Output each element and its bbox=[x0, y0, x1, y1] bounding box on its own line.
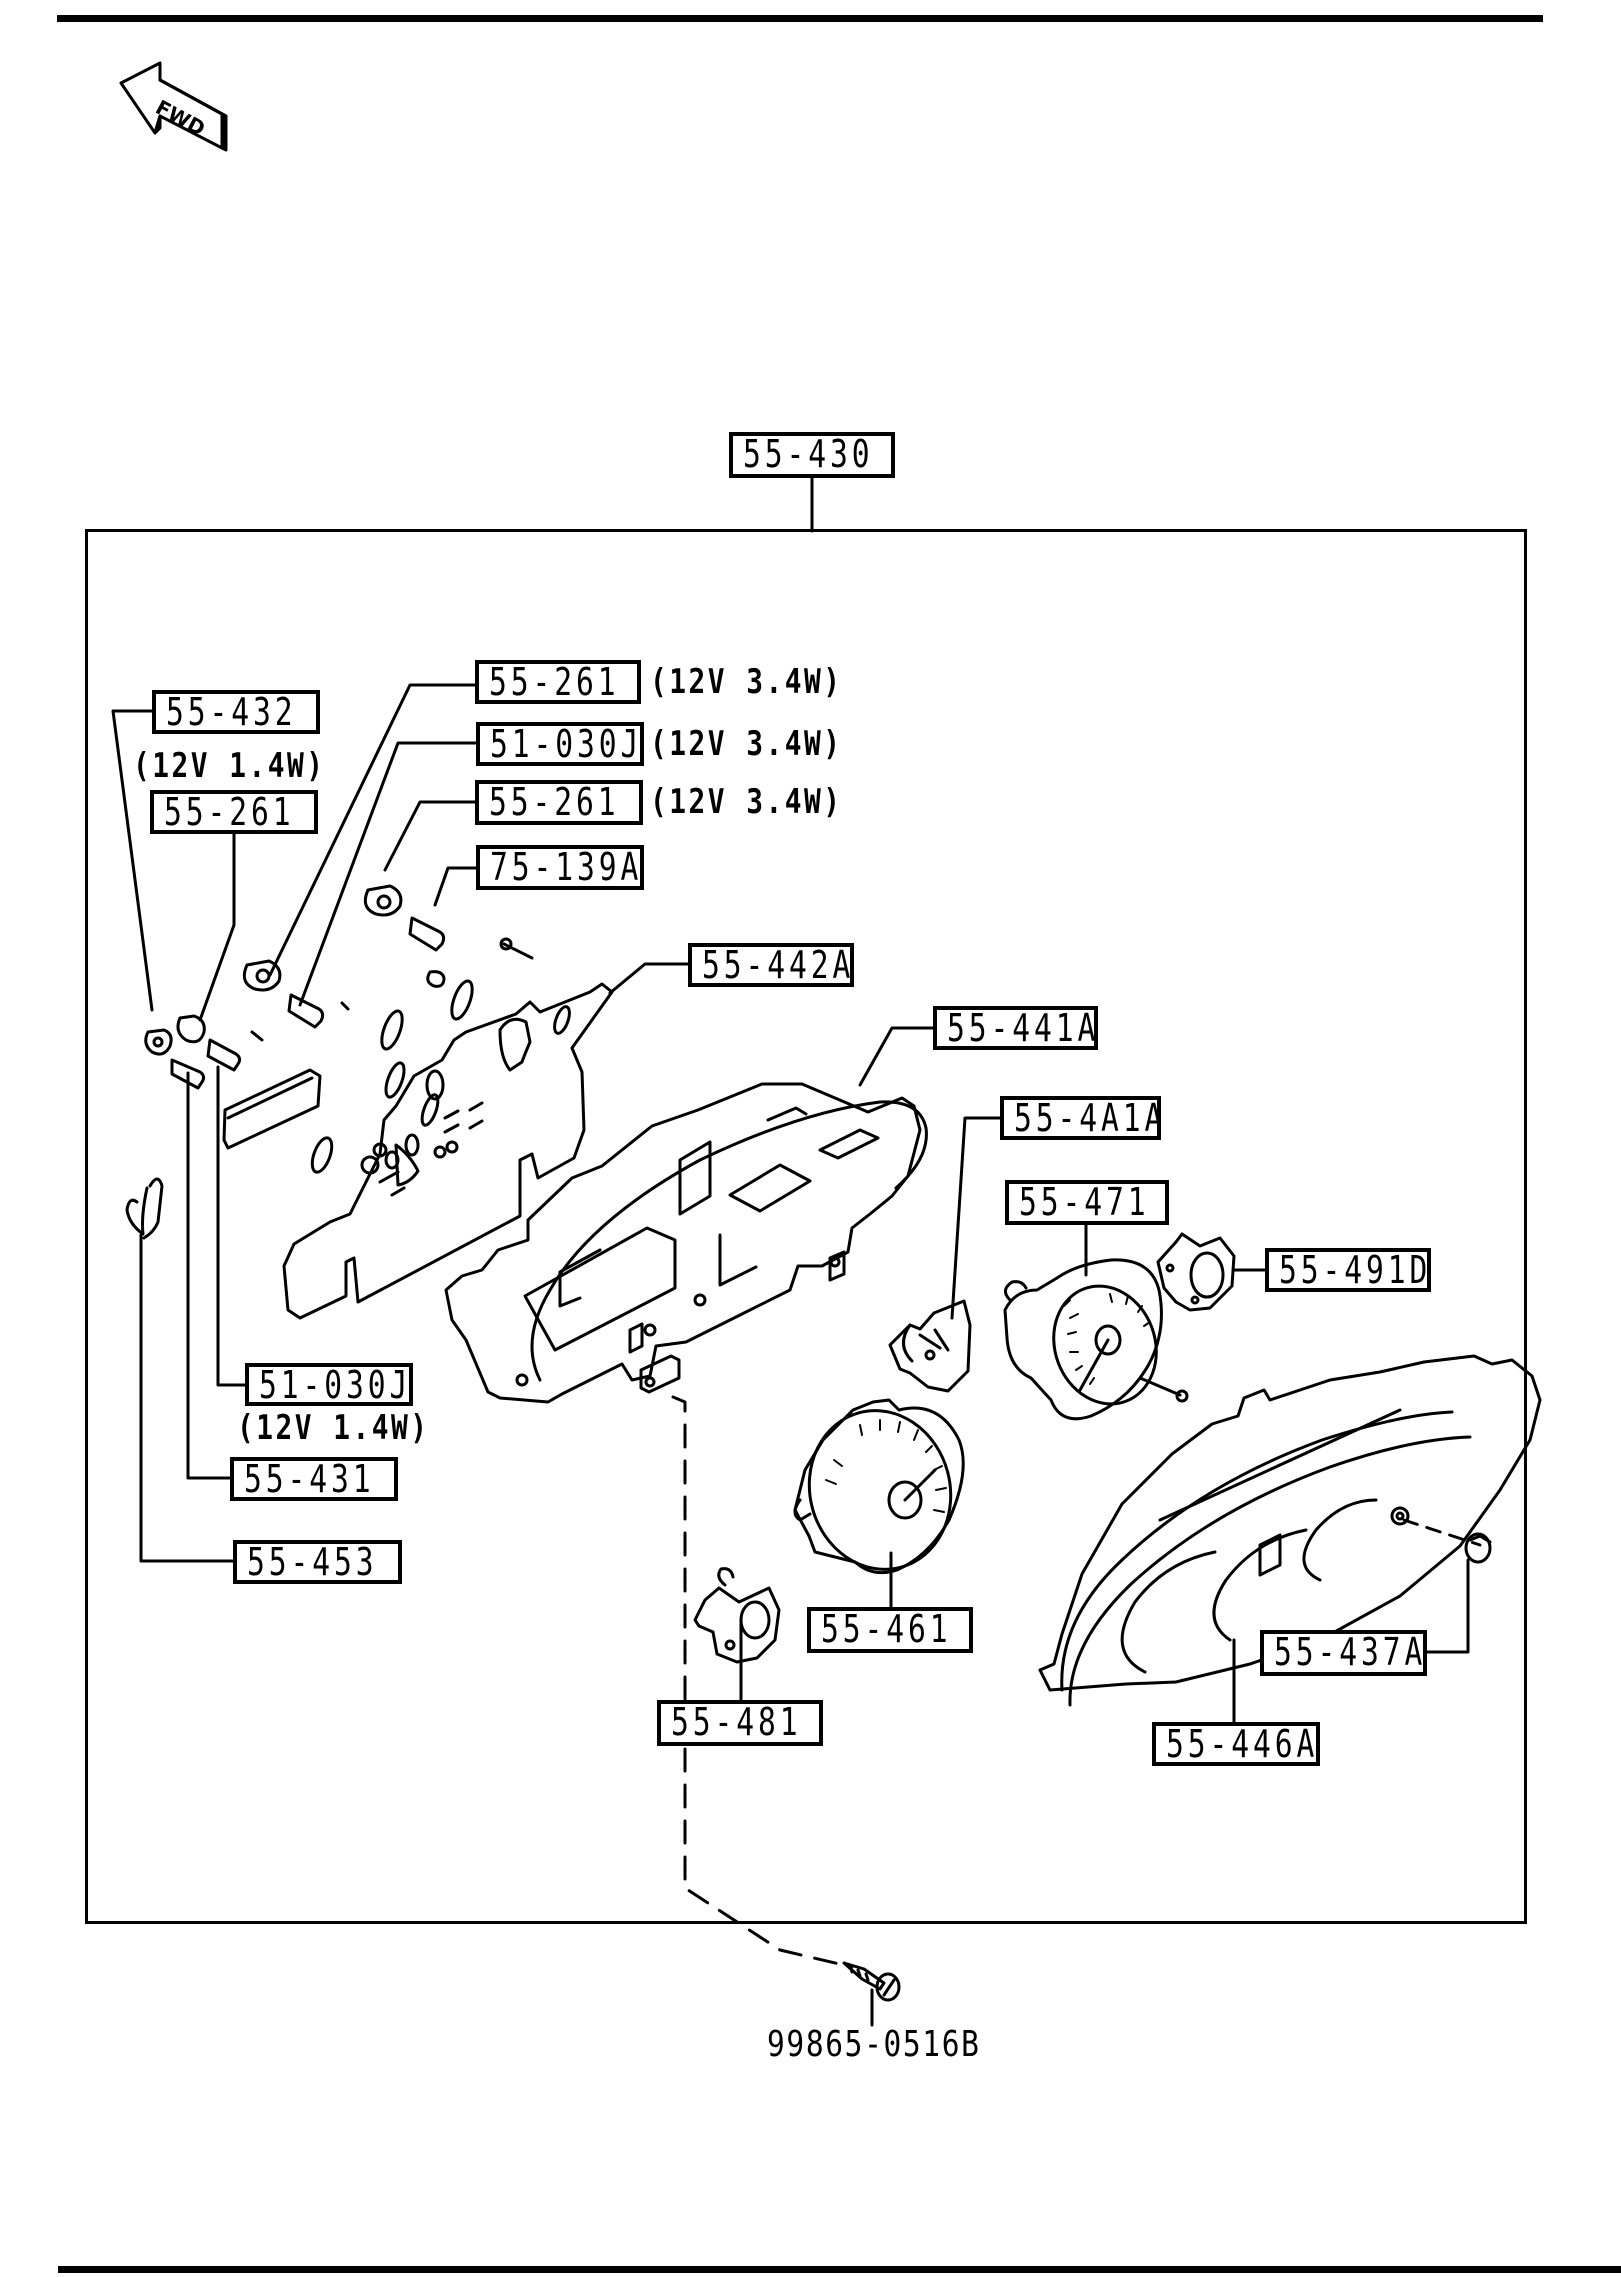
label-text: 55-432 bbox=[166, 690, 297, 734]
spec-12v-1.4w-top: (12V 1.4W) bbox=[133, 748, 368, 784]
gauge-55-4A1A-drawing bbox=[888, 1299, 972, 1393]
leader-55-442A bbox=[608, 962, 690, 995]
tachometer-55-461-drawing bbox=[793, 1398, 965, 1575]
label-55-441A[interactable]: 55-441A bbox=[933, 1006, 1098, 1050]
label-51-030J-b[interactable]: 51-030J bbox=[245, 1363, 413, 1406]
label-55-471[interactable]: 55-471 bbox=[1005, 1180, 1169, 1225]
socket-55-261-a-drawing bbox=[242, 959, 282, 992]
leader-55-4A1A bbox=[950, 1116, 1002, 1320]
label-55-446A[interactable]: 55-446A bbox=[1152, 1722, 1320, 1766]
label-55-491D[interactable]: 55-491D bbox=[1265, 1248, 1431, 1292]
bracket-drawing bbox=[222, 1068, 322, 1150]
leader-55-261-51-030J-a bbox=[298, 741, 478, 1007]
clip-55-453-drawing bbox=[125, 1177, 164, 1240]
leader-51-030J-b bbox=[216, 1065, 247, 1387]
label-text: 51-030J bbox=[259, 1363, 412, 1406]
label-text: 51-030J bbox=[490, 722, 643, 766]
label-55-442A[interactable]: 55-442A bbox=[688, 943, 854, 987]
label-text: 55-491D bbox=[1279, 1248, 1431, 1292]
label-text: 99865-0516B bbox=[767, 2024, 981, 2065]
spec-text: (12V 3.4W) bbox=[650, 724, 843, 764]
label-text: 55-430 bbox=[743, 432, 874, 476]
label-text: 55-437A bbox=[1274, 1630, 1427, 1674]
spec-text: (12V 1.4W) bbox=[133, 746, 326, 786]
leader-55-261-b bbox=[383, 800, 477, 872]
leader-55-432 bbox=[111, 709, 154, 1012]
top-border-rule bbox=[57, 15, 1543, 22]
leader-55-261-a bbox=[268, 683, 477, 977]
gauge-55-491D-drawing bbox=[1156, 1232, 1236, 1312]
label-text: 55-4A1A bbox=[1014, 1096, 1161, 1140]
label-51-030J-a[interactable]: 51-030J bbox=[476, 722, 644, 766]
leader-55-431 bbox=[186, 1071, 232, 1480]
label-55-261-left[interactable]: 55-261 bbox=[150, 790, 318, 834]
label-55-430[interactable]: 55-430 bbox=[729, 432, 895, 478]
leader-55-261-left bbox=[198, 831, 236, 1022]
label-55-432[interactable]: 55-432 bbox=[152, 690, 320, 734]
knob-path-dashed bbox=[1402, 1518, 1482, 1547]
bulb-51-030J-a-drawing bbox=[287, 993, 325, 1029]
leader-55-437A bbox=[1425, 1558, 1470, 1654]
label-75-139A[interactable]: 75-139A bbox=[476, 845, 644, 890]
socket-55-261-left-drawing bbox=[176, 1014, 206, 1044]
label-55-4A1A[interactable]: 55-4A1A bbox=[1000, 1096, 1161, 1140]
label-text: 55-261 bbox=[164, 790, 295, 834]
label-55-261-b[interactable]: 55-261 bbox=[475, 780, 643, 825]
label-text: 55-442A bbox=[702, 943, 854, 987]
bulb-51-030J-b-drawing bbox=[170, 1058, 206, 1090]
bulb-75-139A-drawing bbox=[408, 916, 446, 952]
spec-12v-3.4w-a: (12V 3.4W) bbox=[650, 664, 885, 700]
case-55-441A-drawing bbox=[444, 1082, 928, 1404]
socket-55-432-drawing bbox=[144, 1028, 173, 1056]
label-text: 55-446A bbox=[1166, 1722, 1319, 1766]
label-text: 55-431 bbox=[244, 1457, 375, 1501]
label-55-261-a[interactable]: 55-261 bbox=[475, 660, 641, 704]
spec-text: (12V 3.4W) bbox=[650, 782, 843, 822]
assembly-frame bbox=[85, 529, 1527, 1924]
label-text: 55-453 bbox=[247, 1540, 378, 1584]
bulb-55-431-drawing bbox=[206, 1038, 242, 1072]
label-55-461[interactable]: 55-461 bbox=[807, 1607, 973, 1653]
label-55-437A[interactable]: 55-437A bbox=[1260, 1630, 1427, 1676]
spec-text: (12V 3.4W) bbox=[650, 662, 843, 702]
label-text: 55-471 bbox=[1019, 1180, 1150, 1224]
label-text: 55-481 bbox=[671, 1700, 802, 1744]
leader-55-453 bbox=[139, 1233, 235, 1563]
screw-99865-0516B-drawing bbox=[842, 1961, 901, 2002]
circuit-plate-55-442A-drawing bbox=[282, 979, 614, 1320]
knob-55-437A-drawing bbox=[1464, 1532, 1492, 1564]
gauge-55-481-drawing bbox=[693, 1567, 781, 1664]
spec-text: (12V 1.4W) bbox=[237, 1408, 430, 1448]
label-text: 55-441A bbox=[947, 1006, 1098, 1050]
label-text: 55-461 bbox=[821, 1607, 952, 1651]
spec-12v-3.4w-b: (12V 3.4W) bbox=[650, 726, 885, 762]
fwd-arrow-icon bbox=[119, 61, 228, 152]
label-55-453[interactable]: 55-453 bbox=[233, 1540, 402, 1584]
spec-12v-1.4w-bottom: (12V 1.4W) bbox=[237, 1410, 472, 1446]
label-55-481[interactable]: 55-481 bbox=[657, 1700, 823, 1746]
leader-75-139A bbox=[433, 866, 478, 907]
leader-55-441A bbox=[858, 1026, 935, 1087]
bottom-border-rule bbox=[58, 2266, 1621, 2273]
speedometer-55-471-drawing bbox=[1003, 1258, 1189, 1421]
label-text: 55-261 bbox=[489, 660, 620, 704]
socket-55-261-b-drawing bbox=[363, 884, 403, 917]
label-text: 75-139A bbox=[490, 845, 643, 889]
lens-panel-55-446A-drawing bbox=[1038, 1354, 1542, 1707]
label-99865-0516B[interactable]: 99865-0516B bbox=[767, 2027, 1027, 2063]
label-text: 55-261 bbox=[489, 780, 620, 824]
small-screws-drawing bbox=[250, 937, 534, 1042]
screw-path-dashed bbox=[671, 1395, 854, 1969]
spec-12v-3.4w-c: (12V 3.4W) bbox=[650, 784, 885, 820]
label-55-431[interactable]: 55-431 bbox=[230, 1457, 398, 1501]
